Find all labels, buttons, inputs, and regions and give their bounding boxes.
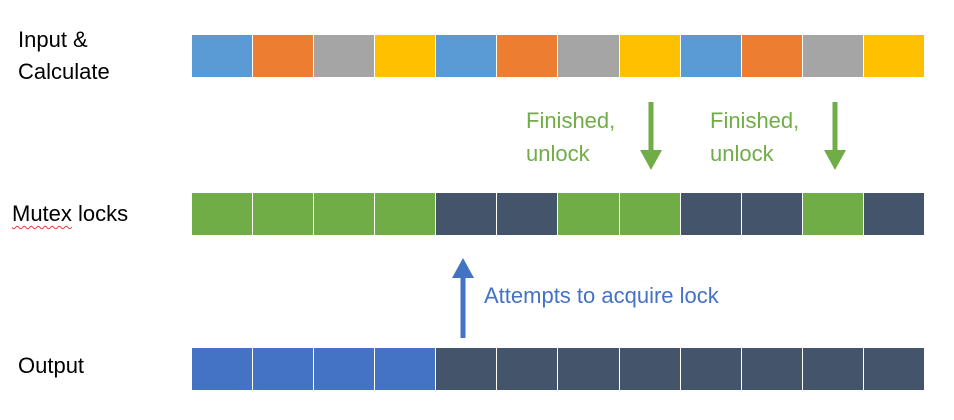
input-cell-2 [253,35,315,77]
output-cell-11 [802,348,864,390]
mutex-cell-10 [741,193,803,235]
input-cell-10 [741,35,803,77]
label-input-line1: Input & [18,27,88,52]
mutex-cell-7 [558,193,620,235]
output-cell-9 [680,348,742,390]
mutex-cell-2 [253,193,315,235]
mutex-cell-1 [192,193,254,235]
input-cell-11 [802,35,864,77]
output-cell-1 [192,348,254,390]
mutex-cell-4 [375,193,437,235]
input-cell-5 [436,35,498,77]
output-cell-row [192,348,924,390]
mutex-cell-9 [680,193,742,235]
input-cell-4 [375,35,437,77]
finished-arrow-2 [824,102,846,170]
output-cell-12 [863,348,924,390]
attempt-arrow [452,258,474,338]
output-cell-10 [741,348,803,390]
output-cell-6 [497,348,559,390]
label-mutex-locks: Mutex locks [12,198,128,230]
label-mutex-word: Mutex [12,201,72,226]
input-cell-6 [497,35,559,77]
finished-unlock-note-1: Finished, unlock [526,108,616,166]
output-cell-4 [375,348,437,390]
input-cell-8 [619,35,681,77]
output-cell-5 [436,348,498,390]
output-cell-2 [253,348,315,390]
input-cell-3 [314,35,376,77]
finished-unlock-note-2: Finished, unlock [710,108,800,166]
input-cell-12 [863,35,924,77]
input-cell-row [192,35,924,77]
output-cell-3 [314,348,376,390]
mutex-cell-row [192,193,924,235]
output-cell-8 [619,348,681,390]
input-cell-1 [192,35,254,77]
input-cell-9 [680,35,742,77]
mutex-cell-11 [802,193,864,235]
label-locks-word: locks [71,201,129,226]
mutex-cell-8 [619,193,681,235]
mutex-cell-6 [497,193,559,235]
label-input-line2: Calculate [18,59,110,84]
attempts-acquire-note: Attempts to acquire lock [484,283,719,308]
label-input-calculate: Input & Calculate [18,24,110,88]
input-cell-7 [558,35,620,77]
label-output: Output [18,353,85,378]
mutex-cell-12 [863,193,924,235]
mutex-cell-5 [436,193,498,235]
output-cell-7 [558,348,620,390]
finished-arrow-1 [640,102,662,170]
mutex-cell-3 [314,193,376,235]
